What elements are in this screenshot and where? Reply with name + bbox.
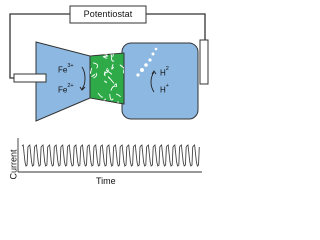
membrane-pore	[119, 64, 124, 69]
ion-h2: H2	[160, 66, 169, 78]
redox-arrow-right	[150, 71, 155, 93]
membrane-pore	[90, 68, 93, 75]
membrane-pore	[92, 62, 99, 69]
membrane-pore	[104, 54, 108, 57]
membrane-pore	[112, 53, 116, 57]
membrane-pore	[107, 76, 115, 84]
membrane-pore	[90, 98, 92, 103]
membrane-pore	[90, 98, 92, 104]
membrane-pore	[111, 64, 114, 70]
membrane-pore	[104, 103, 108, 104]
x-axis-label: Time	[96, 176, 116, 186]
ion-fe3: Fe3+	[58, 63, 74, 75]
membrane-pore	[111, 55, 115, 62]
membrane-pore	[106, 70, 113, 75]
potentiostat-label: Potentiostat	[83, 9, 133, 19]
ion-h-plus: H+	[160, 83, 169, 95]
membrane-pore	[117, 100, 120, 104]
membrane-pore	[114, 83, 117, 88]
y-axis-label: Current	[8, 149, 19, 180]
ion-fe2: Fe2+	[58, 83, 74, 95]
redox-arrow-left	[81, 66, 86, 90]
membrane-pore	[91, 74, 96, 77]
membrane-pore	[92, 100, 98, 103]
wire-left	[9, 13, 70, 79]
membrane-pore	[106, 67, 110, 72]
membrane-pore	[90, 53, 95, 55]
right-electrode	[199, 39, 209, 85]
potentiostat-box	[69, 5, 147, 24]
membrane-pore	[116, 93, 121, 97]
schematic-svg	[9, 5, 209, 173]
membrane-pore	[97, 92, 103, 98]
membrane-pore	[93, 72, 98, 79]
right-chamber	[121, 42, 199, 120]
membrane-pore	[123, 69, 124, 74]
membrane-pore	[104, 80, 108, 83]
membrane	[89, 52, 125, 105]
wire-right	[146, 13, 206, 40]
left-electrode	[13, 73, 47, 83]
membrane-pore	[102, 56, 108, 59]
membrane-pore	[110, 85, 116, 91]
current-trace	[21, 144, 200, 167]
electrochemical-setup-figure: Potentiostat Fe3+ Fe2+ H2 H+ Current Tim…	[8, 5, 209, 186]
gas-bubbles	[136, 47, 158, 77]
membrane-pore	[109, 93, 114, 101]
